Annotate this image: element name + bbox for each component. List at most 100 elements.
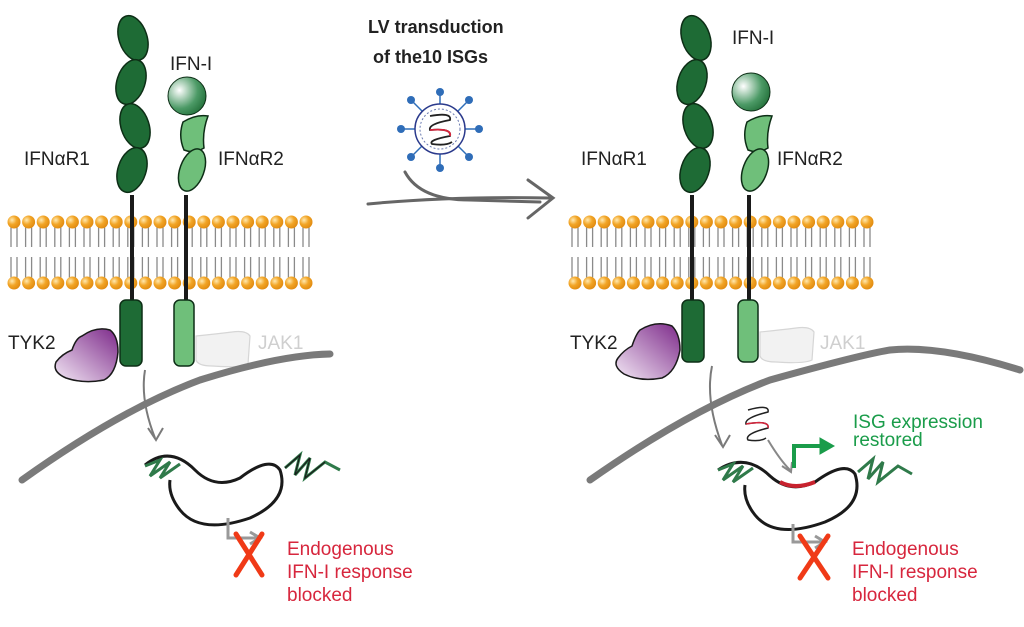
lipid-head (226, 215, 240, 229)
promoter-arrow-icon (226, 518, 258, 540)
ifn-i-ligand (731, 72, 771, 112)
ifnar1-intracellular (119, 299, 143, 367)
ifnar1-receptor (676, 14, 714, 194)
lipid-head (656, 276, 670, 290)
lipid-head (7, 276, 21, 290)
lipid-head (772, 276, 786, 290)
dna-helix (717, 454, 913, 532)
left-outcome-line2: IFN-I response (287, 562, 413, 583)
left-jak1-label: JAK1 (258, 333, 303, 354)
ifnar2-intracellular (173, 299, 195, 367)
lipid-head (612, 215, 626, 229)
lipid-head (7, 215, 21, 229)
lipid-head (699, 276, 713, 290)
right-outcome-line1: Endogenous (852, 539, 959, 560)
lipid-head (109, 276, 123, 290)
lipid-head (816, 276, 830, 290)
left-outcome-line3: blocked (287, 585, 353, 606)
lipid-head (241, 215, 255, 229)
right-outcome-line3: blocked (852, 585, 918, 606)
ifnar1-intracellular (681, 299, 705, 363)
left-lipid-bilayer (7, 215, 313, 290)
lipid-head (226, 276, 240, 290)
left-panel (7, 14, 341, 578)
lipid-head (22, 276, 36, 290)
lipid-head (860, 215, 874, 229)
lipid-head (699, 215, 713, 229)
lipid-head (860, 276, 874, 290)
lipid-head (583, 215, 597, 229)
lipid-head (138, 276, 152, 290)
lipid-head (211, 215, 225, 229)
lipid-head (787, 215, 801, 229)
lipid-head (831, 215, 845, 229)
jak1-kinase (759, 326, 815, 364)
jak1-kinase (195, 330, 251, 368)
lipid-head (153, 276, 167, 290)
lipid-head (670, 276, 684, 290)
lipid-head (299, 215, 313, 229)
lipid-head (299, 276, 313, 290)
lipid-head (802, 215, 816, 229)
lipid-head (255, 215, 269, 229)
left-ifnar2-label: IFNαR2 (218, 149, 284, 170)
lipid-head (168, 276, 182, 290)
right-lipid-bilayer (568, 215, 874, 290)
lipid-head (168, 215, 182, 229)
ifnar2-receptor (740, 114, 774, 192)
left-ifn-i-label: IFN-I (170, 54, 212, 75)
lipid-head (802, 276, 816, 290)
lipid-head (787, 276, 801, 290)
lipid-head (641, 215, 655, 229)
lentivirus-icon (397, 88, 483, 172)
lipid-head (626, 215, 640, 229)
right-ifnar1-label: IFNαR1 (581, 149, 647, 170)
lipid-head (270, 215, 284, 229)
lipid-head (729, 215, 743, 229)
dna-helix (144, 450, 341, 527)
lipid-head (845, 215, 859, 229)
lipid-head (80, 276, 94, 290)
lipid-head (211, 276, 225, 290)
lipid-head (641, 276, 655, 290)
lipid-head (729, 276, 743, 290)
lipid-head (197, 215, 211, 229)
lipid-head (284, 215, 298, 229)
right-outcome-line2: IFN-I response (852, 562, 978, 583)
lipid-head (656, 215, 670, 229)
signal-arrowhead-icon (147, 427, 164, 442)
lipid-head (284, 276, 298, 290)
lipid-head (241, 276, 255, 290)
transgene-rna-icon (745, 406, 793, 474)
nuclear-envelope (586, 345, 1024, 484)
tyk2-kinase (615, 323, 681, 381)
lipid-head (153, 215, 167, 229)
lipid-head (568, 276, 582, 290)
lipid-head (51, 276, 65, 290)
lipid-head (65, 276, 79, 290)
lipid-head (670, 215, 684, 229)
title-line1: LV transduction (368, 17, 504, 37)
transduction-arrow-icon (366, 170, 556, 220)
lipid-head (36, 215, 50, 229)
restored-line2: restored (853, 430, 923, 451)
lipid-head (772, 215, 786, 229)
lipid-head (270, 276, 284, 290)
lipid-head (597, 215, 611, 229)
blocked-x-icon (233, 531, 265, 578)
lipid-head (626, 276, 640, 290)
lipid-head (109, 215, 123, 229)
signal-arrowhead-icon (714, 434, 731, 449)
lipid-head (714, 215, 728, 229)
lipid-head (65, 215, 79, 229)
restored-line1: ISG expression (853, 412, 983, 433)
lipid-head (816, 215, 830, 229)
lipid-head (597, 276, 611, 290)
lipid-head (22, 215, 36, 229)
right-jak1-label: JAK1 (820, 333, 865, 354)
lipid-head (80, 215, 94, 229)
right-ifn-i-label: IFN-I (732, 28, 774, 49)
lipid-head (51, 215, 65, 229)
restored-arrow-icon (792, 444, 828, 468)
